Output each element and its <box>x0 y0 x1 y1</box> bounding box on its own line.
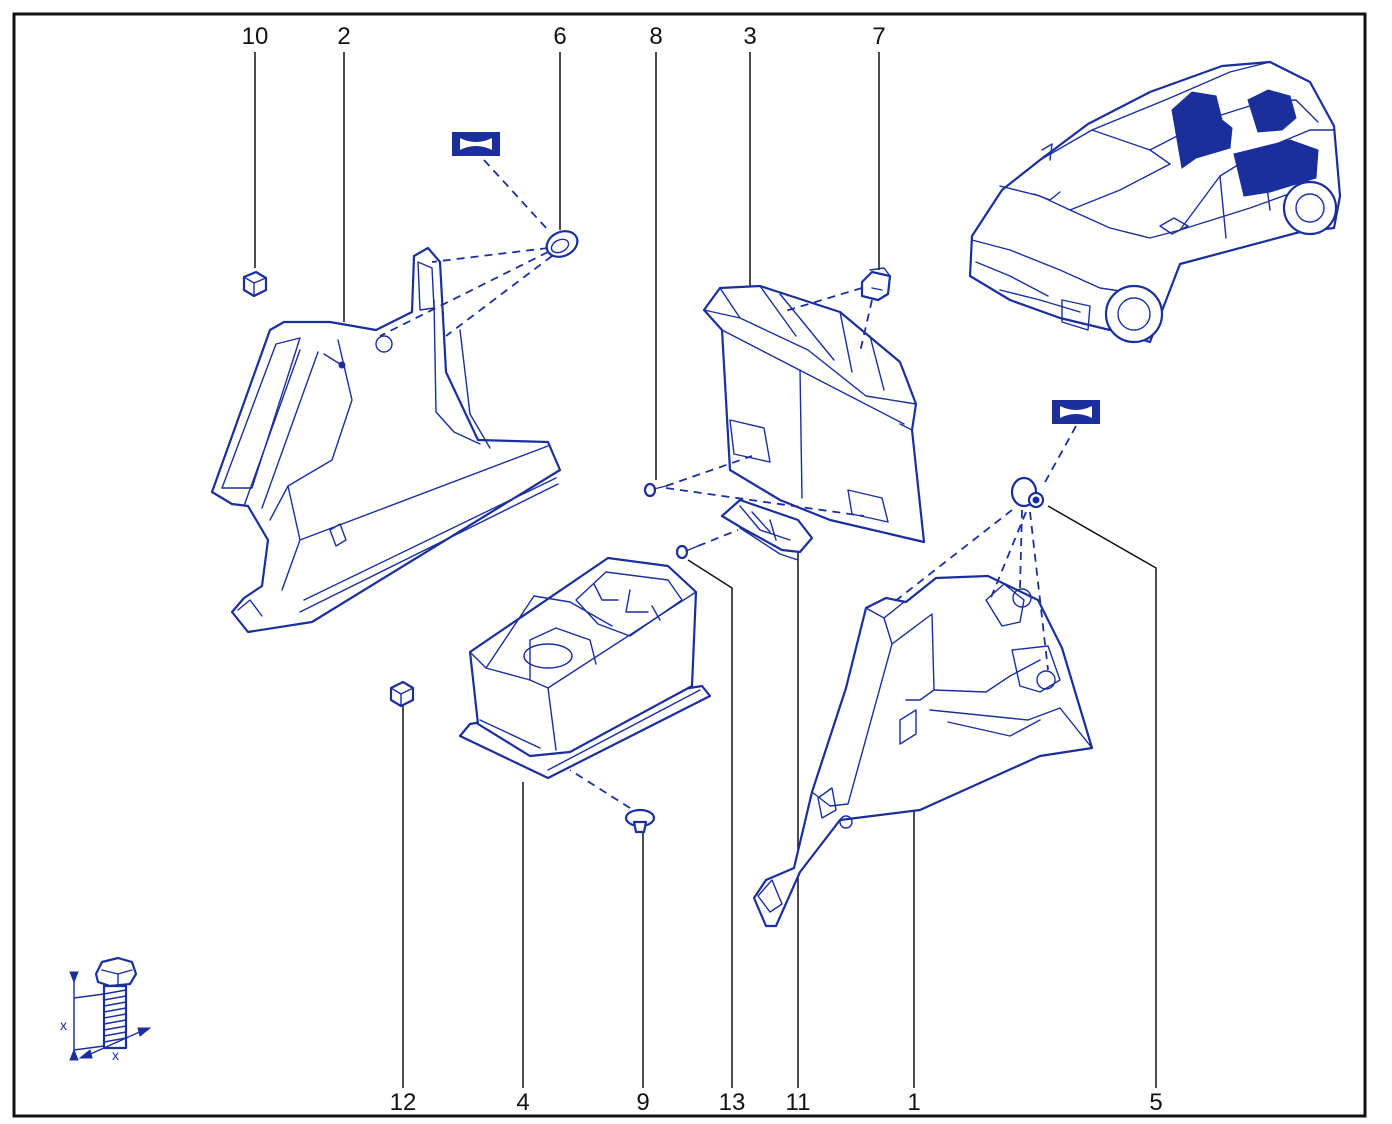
callout-8: 8 <box>649 23 662 50</box>
callout-3: 3 <box>743 23 756 50</box>
part-8-screw <box>643 482 667 498</box>
part-5-clip <box>1010 476 1045 509</box>
torque-dimension-label-vertical: x <box>60 1017 67 1033</box>
callout-6: 6 <box>553 23 566 50</box>
part-2-left-trim-panel <box>210 246 562 634</box>
callout-9: 9 <box>636 1089 649 1116</box>
part-7-clip <box>860 267 892 302</box>
part-3-rear-panel <box>702 284 926 544</box>
torque-dimension-label-horizontal: x <box>112 1047 119 1063</box>
assembly-dashed-lines <box>379 159 1077 809</box>
callout-7: 7 <box>872 23 885 50</box>
adhesive-pad-icon-right <box>1052 400 1100 424</box>
part-10-clip <box>242 270 268 298</box>
callout-1: 1 <box>907 1089 920 1116</box>
callout-2: 2 <box>337 23 350 50</box>
diagram-frame <box>12 12 1367 1118</box>
callout-labels: 10 2 6 8 3 7 12 4 9 13 11 1 5 <box>242 23 1163 1116</box>
callout-4: 4 <box>516 1089 529 1116</box>
part-1-right-trim-panel <box>752 574 1094 928</box>
callout-12: 12 <box>390 1089 417 1116</box>
adhesive-pad-icon <box>452 132 500 156</box>
part-4-storage-tray <box>458 556 712 780</box>
callout-5: 5 <box>1149 1089 1162 1116</box>
callout-13: 13 <box>719 1089 746 1116</box>
part-11-bracket <box>720 498 814 561</box>
car-location-icon <box>968 60 1342 344</box>
part-9-plug <box>624 808 656 834</box>
leader-lines <box>254 52 1157 1088</box>
part-12-clip <box>389 680 415 708</box>
bolt-icon: x x <box>60 956 152 1063</box>
part-13-screw <box>675 544 699 560</box>
part-6-cap <box>545 230 579 258</box>
callout-11: 11 <box>786 1089 811 1116</box>
callout-10: 10 <box>242 23 269 50</box>
